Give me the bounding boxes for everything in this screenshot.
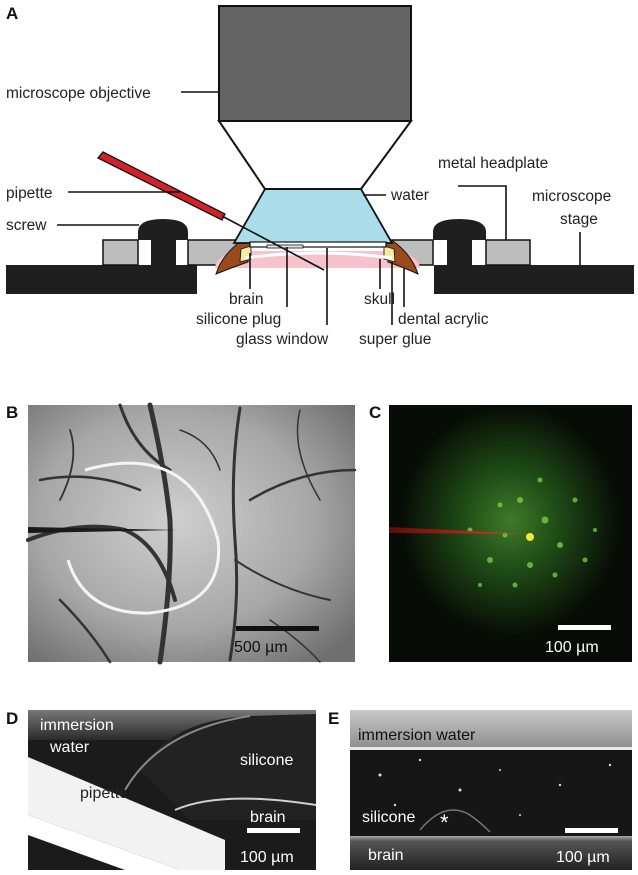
brain-surface-d <box>174 797 317 811</box>
panel-a: A <box>6 4 634 348</box>
immersion-water-region-e <box>350 710 632 748</box>
scalebar-c <box>558 625 611 630</box>
panel-letter-b: B <box>6 403 18 422</box>
screw <box>138 219 486 294</box>
label-silicone-plug: silicone plug <box>196 311 281 328</box>
window-edge <box>66 461 221 615</box>
scalebar-label-d: 100 µm <box>240 849 294 866</box>
panel-letter-c: C <box>369 403 381 422</box>
pipette-c <box>389 527 528 534</box>
panel-letter-e: E <box>328 709 339 728</box>
panel-letter-a: A <box>6 4 18 23</box>
silicone-plug <box>266 244 304 249</box>
label-immersion-line1-d: immersion <box>40 717 114 734</box>
scalebar-b <box>236 626 319 631</box>
label-brain: brain <box>229 291 263 308</box>
label-pipette-d: pipette <box>80 785 128 802</box>
patched-cell <box>526 533 534 541</box>
label-silicone-e: silicone <box>362 809 415 826</box>
microscope-objective <box>217 5 413 190</box>
label-super-glue: super glue <box>359 331 431 348</box>
panel-b: B 500 µm <box>6 402 357 665</box>
scalebar-label-e: 100 µm <box>556 849 610 866</box>
label-immersion-e: immersion water <box>358 727 476 744</box>
leader-lines <box>57 91 581 325</box>
brain-region-e <box>350 836 632 870</box>
label-microscope-objective: microscope objective <box>6 85 151 102</box>
glass-window <box>249 241 387 248</box>
label-silicone-d: silicone <box>240 752 293 769</box>
label-screw: screw <box>6 217 47 234</box>
label-microscope-stage-line1: microscope <box>532 188 611 205</box>
label-microscope-stage-line2: stage <box>560 211 598 228</box>
scalebar-label-c: 100 µm <box>545 639 599 656</box>
label-brain-d: brain <box>250 809 286 826</box>
label-immersion-line2-d: water <box>49 739 90 756</box>
silicone-edge <box>124 715 251 791</box>
label-pipette: pipette <box>6 185 53 202</box>
label-dental-acrylic: dental acrylic <box>398 311 489 328</box>
label-asterisk-e: * <box>440 810 449 835</box>
label-brain-e: brain <box>368 847 404 864</box>
panel-e: E immersion water silicone * brain 100 µ… <box>328 709 632 870</box>
skull <box>244 251 393 260</box>
scalebar-d <box>247 828 300 833</box>
panel-letter-d: D <box>6 709 18 728</box>
scalebar-e <box>565 828 618 833</box>
silicone-droplet-e <box>419 809 491 833</box>
silicone-region <box>140 714 316 820</box>
microscope-stage <box>6 265 634 294</box>
pipette-shadow <box>28 527 178 533</box>
panel-d: D immersion water silicone pipette brain… <box>6 709 317 870</box>
label-metal-headplate: metal headplate <box>438 155 548 172</box>
debris-dots <box>378 758 612 816</box>
label-skull: skull <box>364 291 395 308</box>
panel-b-image <box>28 405 355 662</box>
label-glass-window: glass window <box>236 331 329 348</box>
panel-c: C 100 µm <box>369 403 632 662</box>
pipette <box>96 151 325 271</box>
label-water: water <box>390 187 429 204</box>
pipette-d <box>28 757 225 870</box>
scalebar-label-b: 500 µm <box>234 639 288 656</box>
